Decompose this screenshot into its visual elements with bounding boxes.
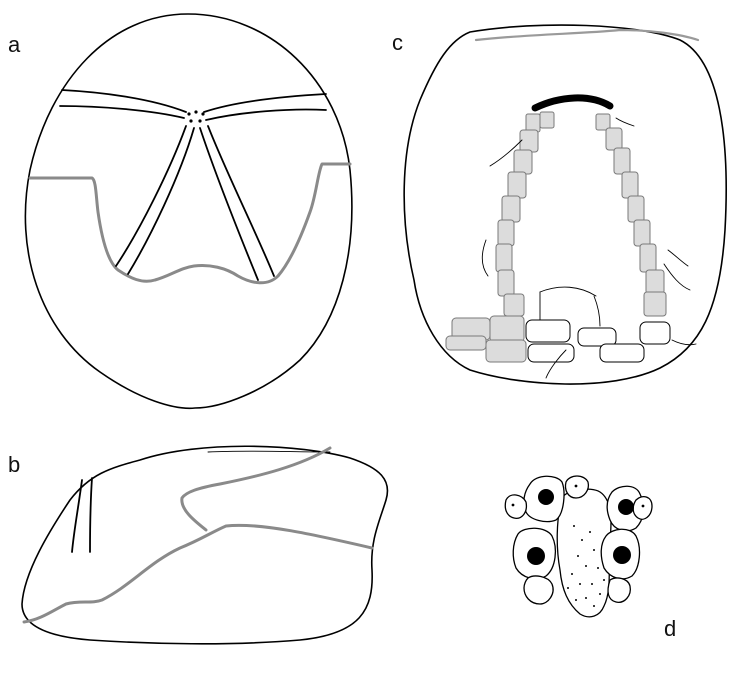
- panel-a: a: [8, 14, 352, 408]
- ridge-line-b: [208, 451, 330, 452]
- apical-pores-a: [187, 110, 204, 122]
- peristome-lip: [535, 98, 610, 108]
- test-outline-a: [25, 14, 351, 408]
- suture-branch-b: [182, 448, 330, 530]
- panel-label-b: b: [8, 452, 20, 477]
- suture-line-b: [24, 525, 372, 622]
- petal-line-b2: [90, 478, 92, 552]
- suture-line-a: [30, 164, 350, 283]
- panel-d: d: [505, 476, 676, 641]
- panel-label-d: d: [664, 616, 676, 641]
- interambulacral-plates-c: [526, 320, 670, 362]
- panel-label-a: a: [8, 32, 21, 57]
- panel-c: c: [392, 25, 726, 384]
- petal-lines-a: [60, 90, 326, 280]
- panel-label-c: c: [392, 30, 403, 55]
- panel-b: b: [8, 446, 388, 644]
- test-outline-b: [22, 446, 388, 644]
